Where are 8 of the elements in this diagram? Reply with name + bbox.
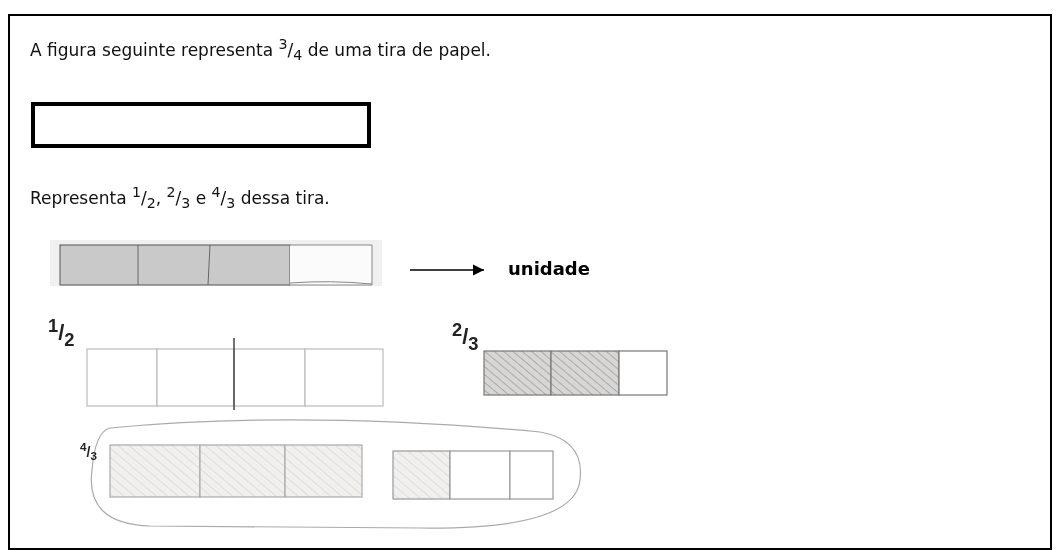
fraction-label: $^{4}$/$_{3}$	[80, 441, 97, 463]
instruction-text: Representa $^{1}$/$_{2}$, $^{2}$/$_{3}$ e $^{4}$/$_{3}$ dessa tira.	[30, 184, 330, 212]
fraction-label: $^{2}$/$_{3}$	[452, 320, 479, 353]
unit-strip-drawing	[50, 240, 382, 286]
arrow	[409, 264, 485, 276]
strip-label: unidade	[508, 258, 590, 279]
fraction-label: $^{1}$/$_{2}$	[48, 316, 75, 349]
instruction-text: A figura seguinte representa $^{3}$/$_{4}$ de uma tira de papel.	[30, 36, 491, 64]
